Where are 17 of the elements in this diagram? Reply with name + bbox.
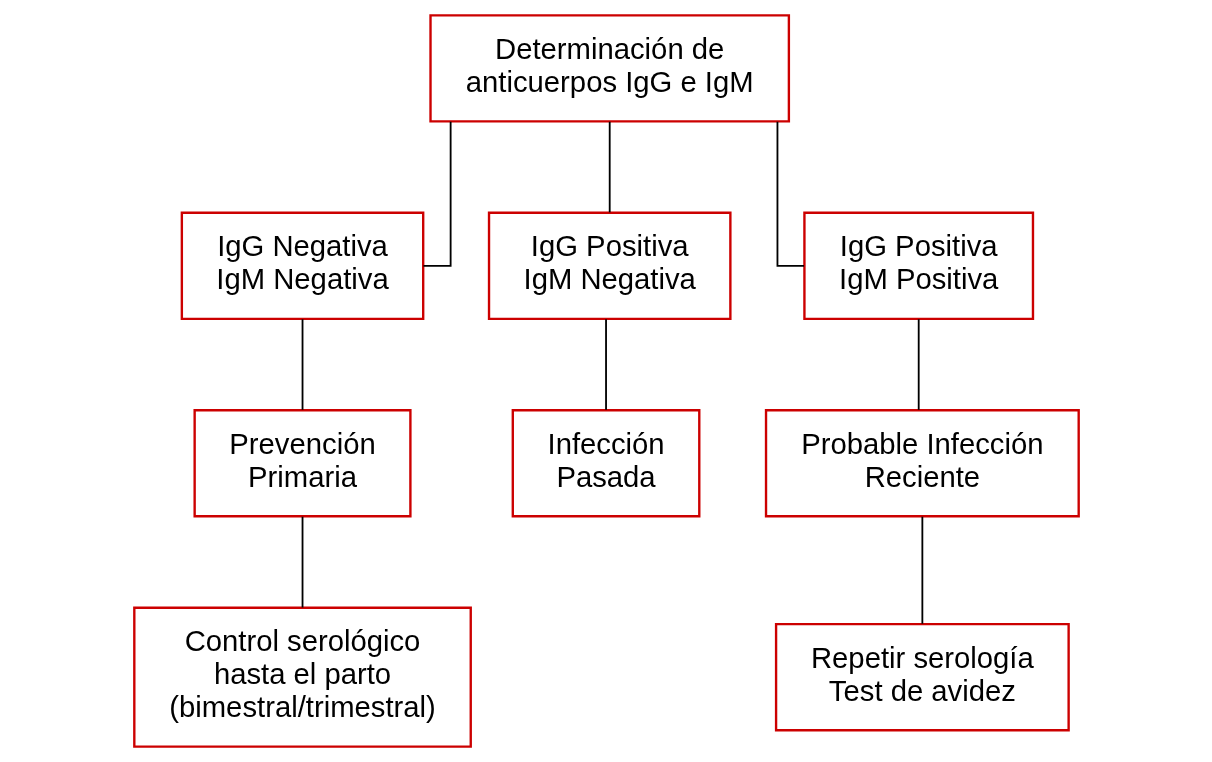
node-box: IgG Negativa IgM Negativa xyxy=(180,211,424,320)
connector xyxy=(608,120,611,214)
connector xyxy=(917,318,920,411)
node-box: Infección Pasada xyxy=(511,409,700,518)
node-box: Probable Infección Reciente xyxy=(764,409,1080,518)
node-box: IgG Positiva IgM Negativa xyxy=(487,211,732,320)
node-box: Repetir serología Test de avidez xyxy=(774,623,1070,732)
node-box: Prevención Primaria xyxy=(192,409,412,518)
node-box: Control serológico hasta el parto (bimestral/trimestral) xyxy=(132,606,472,748)
node-box: IgG Positiva IgM Positiva xyxy=(802,211,1034,320)
connector xyxy=(301,515,303,609)
connector xyxy=(301,318,303,411)
connector xyxy=(422,120,452,267)
connector xyxy=(920,515,923,625)
node-box: Determinación de anticuerpos IgG e IgM xyxy=(428,14,790,123)
connector xyxy=(776,120,805,267)
connector xyxy=(604,318,607,411)
